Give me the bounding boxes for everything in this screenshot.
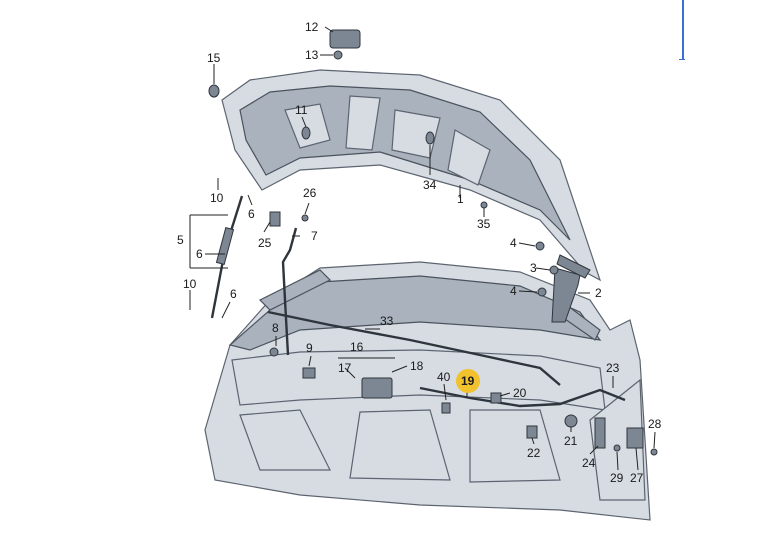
grommet-21 [564, 414, 578, 428]
callout-13: 13 [305, 48, 319, 62]
bonnet-stay-rod [281, 227, 298, 356]
holder-20 [490, 392, 502, 404]
callout-7: 7 [311, 229, 318, 243]
callout-26: 26 [303, 186, 317, 200]
callout-17: 17 [338, 361, 352, 375]
buffer-11 [301, 126, 311, 140]
callout-8: 8 [272, 321, 279, 335]
callout-9: 9 [306, 341, 313, 355]
bolt-4b [537, 287, 547, 297]
callout-19-highlight [456, 369, 480, 393]
callout-33: 33 [380, 314, 394, 328]
clip-35 [480, 201, 488, 209]
callout-16: 16 [350, 340, 364, 354]
callout-4-top: 4 [510, 236, 517, 250]
strut-body [215, 226, 235, 266]
buffer-34 [425, 131, 435, 145]
bolt-4a [535, 241, 545, 251]
callout-6-mid: 6 [196, 247, 203, 261]
callout-5: 5 [177, 233, 184, 247]
bonnet-seal-strip [267, 310, 561, 386]
lever-24 [594, 417, 606, 449]
switch-27 [626, 427, 644, 449]
window-edge-accent [682, 0, 684, 60]
clip-22 [526, 425, 538, 439]
bonnet-lock [361, 377, 393, 399]
callout-18: 18 [410, 359, 424, 373]
callout-6-bottom: 6 [230, 287, 237, 301]
callout-28: 28 [648, 417, 662, 431]
guide-9 [302, 367, 316, 379]
callout-24: 24 [582, 456, 596, 470]
callout-3: 3 [530, 261, 537, 275]
bonnet-panel [221, 69, 602, 282]
callout-22: 22 [527, 446, 541, 460]
callout-40: 40 [437, 370, 451, 384]
front-body-structure [204, 261, 651, 521]
release-cable [419, 386, 626, 408]
callout-29: 29 [610, 471, 624, 485]
callout-1: 1 [457, 192, 464, 206]
callout-6-top: 6 [248, 207, 255, 221]
callout-23: 23 [606, 361, 620, 375]
nut-3 [549, 265, 559, 275]
clip-28 [650, 448, 658, 456]
callout-21: 21 [564, 434, 578, 448]
callout-10-top: 10 [210, 191, 224, 205]
hinge-arm [556, 254, 591, 279]
window-edge-tick [679, 59, 685, 60]
clip-40 [441, 402, 451, 414]
bracket-25 [269, 211, 281, 227]
callout-15: 15 [207, 51, 221, 65]
callout-11: 11 [295, 103, 308, 117]
callout-19: 19 [461, 374, 475, 388]
clip-8 [269, 347, 279, 357]
bolt-13 [333, 50, 343, 60]
lock-bracket [329, 29, 361, 49]
callout-35: 35 [477, 217, 491, 231]
callout-12: 12 [305, 20, 319, 34]
leader-lines [189, 26, 656, 471]
callout-20: 20 [513, 386, 527, 400]
callout-2: 2 [595, 286, 602, 300]
bolt-26 [301, 214, 309, 222]
buffer-15 [208, 84, 220, 98]
callout-34: 34 [423, 178, 437, 192]
callout-27: 27 [630, 471, 644, 485]
callout-25: 25 [258, 236, 272, 250]
callout-10-bottom: 10 [183, 277, 197, 291]
screw-29 [613, 444, 621, 452]
callout-4-bottom: 4 [510, 284, 517, 298]
